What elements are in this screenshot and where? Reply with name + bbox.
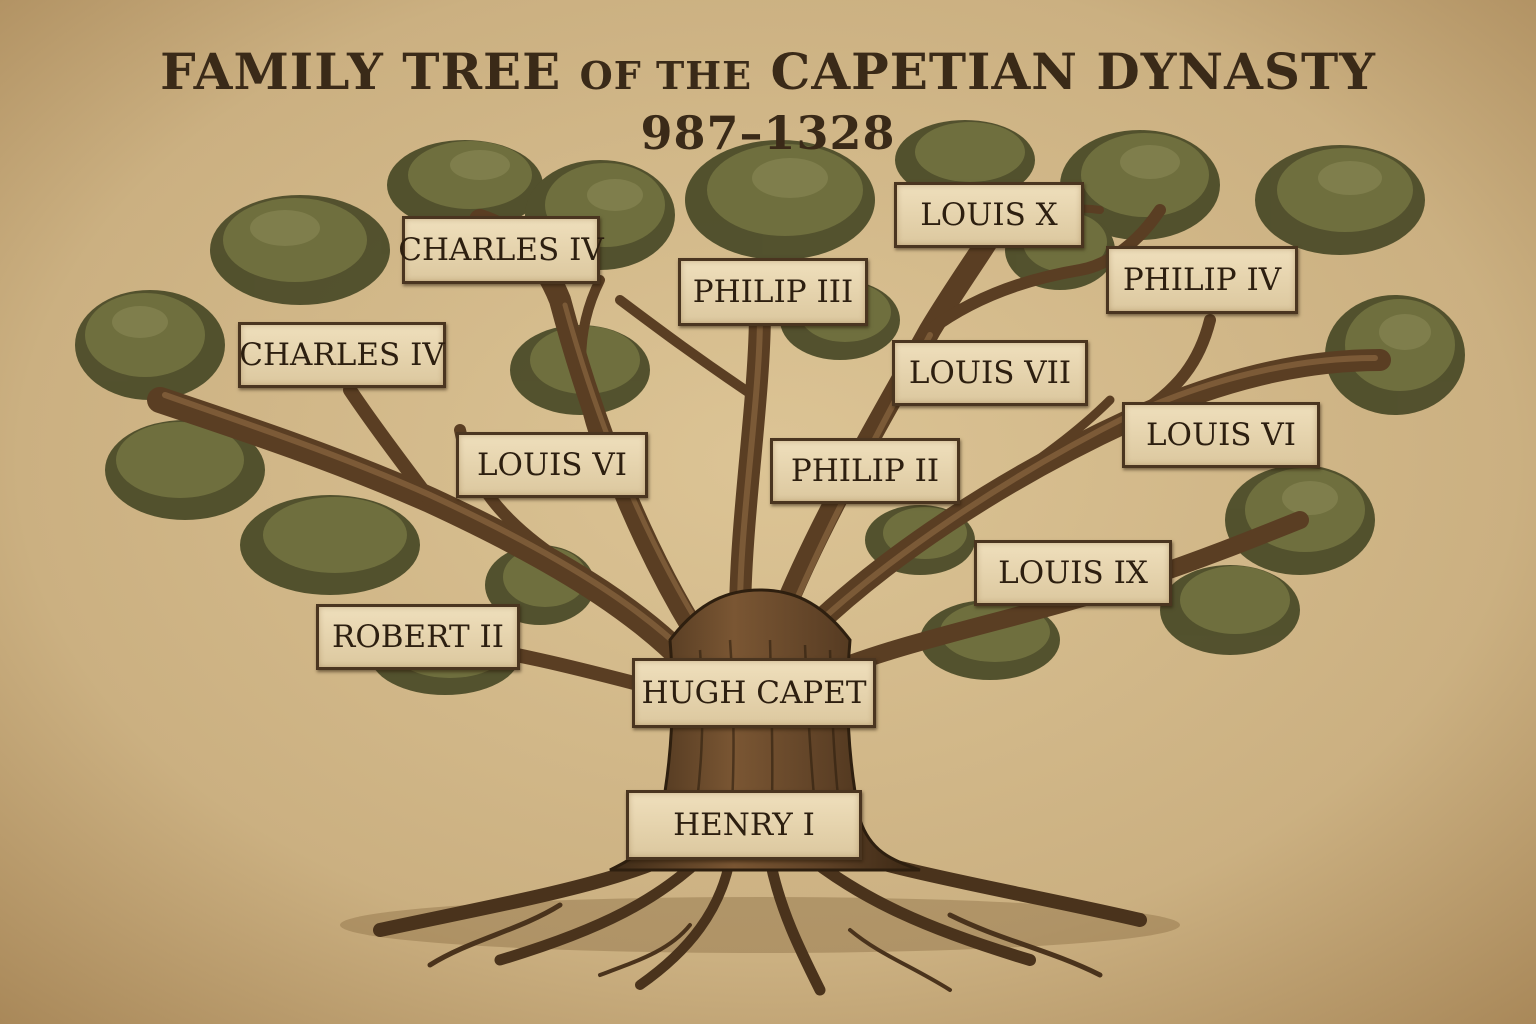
- plaque-louis-x: LOUIS X: [894, 182, 1084, 248]
- plaque-louis-ix: LOUIS IX: [974, 540, 1172, 606]
- plaque-louis-vi-right: LOUIS VI: [1122, 402, 1320, 468]
- title-part-family-tree: FAMILY TREE: [160, 42, 562, 101]
- plaque-philip-ii: PHILIP II: [770, 438, 960, 504]
- plaque-louis-vi-left: LOUIS VI: [456, 432, 648, 498]
- title-part-dynasty: CAPETIAN DYNASTY: [770, 42, 1376, 101]
- plaque-charles-iv-lower: CHARLES IV: [238, 322, 446, 388]
- plaque-philip-iii: PHILIP III: [678, 258, 868, 326]
- plaque-charles-iv-upper: CHARLES IV: [398, 216, 604, 284]
- plaque-hugh-capet: HUGH CAPET: [632, 658, 876, 728]
- plaque-robert-ii: ROBERT II: [316, 604, 520, 670]
- title-part-of-the: OF THE: [579, 53, 753, 98]
- page-title: FAMILY TREE OF THE CAPETIAN DYNASTY: [0, 42, 1536, 101]
- plaque-henry-i: HENRY I: [626, 790, 862, 860]
- title-years: 987–1328: [640, 106, 896, 160]
- plaque-philip-iv: PHILIP IV: [1106, 246, 1298, 314]
- plaque-louis-vii: LOUIS VII: [892, 340, 1088, 406]
